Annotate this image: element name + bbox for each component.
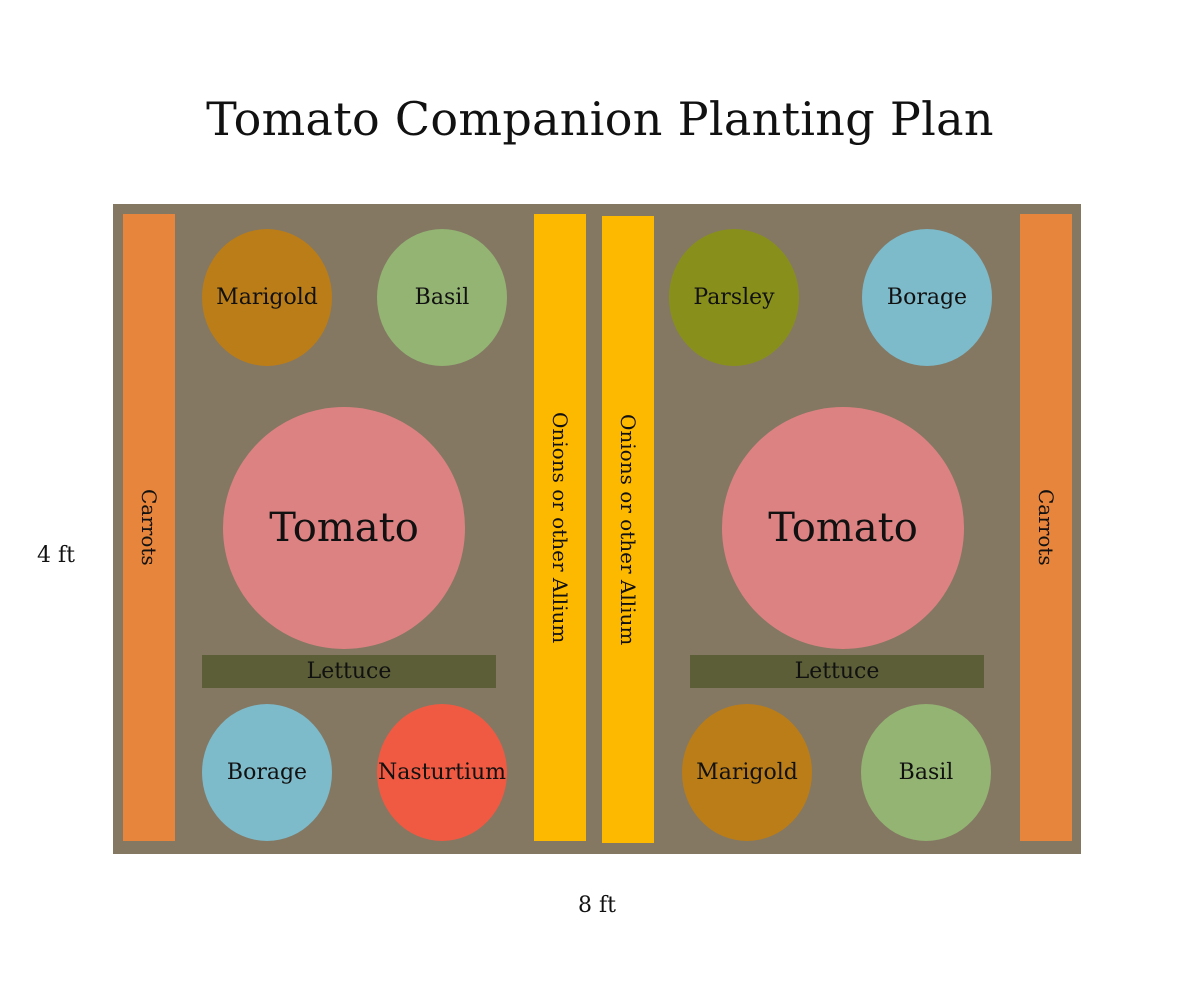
lettuce-row-right: Lettuce — [690, 655, 984, 688]
allium-label-left: Onions or other Allium — [548, 411, 572, 644]
tomato-left: Tomato — [223, 407, 465, 649]
borage-left: Borage — [202, 704, 332, 841]
borage-right: Borage — [862, 229, 992, 366]
basil-right: Basil — [861, 704, 991, 841]
parsley-right: Parsley — [669, 229, 799, 366]
carrots-label-right: Carrots — [1034, 489, 1058, 566]
borage-left-label: Borage — [226, 760, 308, 785]
tomato-right: Tomato — [722, 407, 964, 649]
marigold-left: Marigold — [202, 229, 332, 366]
allium-strip-right: Onions or other Allium — [602, 216, 654, 843]
lettuce-row-left: Lettuce — [202, 655, 496, 688]
parsley-right-label: Parsley — [693, 285, 775, 310]
allium-strip-left: Onions or other Allium — [534, 214, 586, 841]
borage-right-label: Borage — [886, 285, 968, 310]
carrots-label-left: Carrots — [137, 489, 161, 566]
lettuce-left-label: Lettuce — [306, 659, 392, 684]
basil-right-label: Basil — [898, 760, 954, 785]
marigold-left-label: Marigold — [216, 285, 318, 310]
marigold-right-label: Marigold — [696, 760, 798, 785]
height-dimension-label: 4 ft — [37, 543, 75, 568]
nasturtium-left-label: Nasturtium — [377, 760, 507, 785]
diagram-title: Tomato Companion Planting Plan — [206, 92, 994, 146]
garden-bed: Carrots Onions or other Allium Onions or… — [113, 204, 1081, 854]
basil-left-label: Basil — [414, 285, 470, 310]
carrots-strip-left: Carrots — [123, 214, 175, 841]
marigold-right: Marigold — [682, 704, 812, 841]
basil-left: Basil — [377, 229, 507, 366]
tomato-right-label: Tomato — [768, 505, 918, 551]
carrots-strip-right: Carrots — [1020, 214, 1072, 841]
tomato-left-label: Tomato — [269, 505, 419, 551]
nasturtium-left: Nasturtium — [377, 704, 507, 841]
lettuce-right-label: Lettuce — [794, 659, 880, 684]
width-dimension-label: 8 ft — [578, 893, 616, 918]
allium-label-right: Onions or other Allium — [616, 413, 640, 646]
